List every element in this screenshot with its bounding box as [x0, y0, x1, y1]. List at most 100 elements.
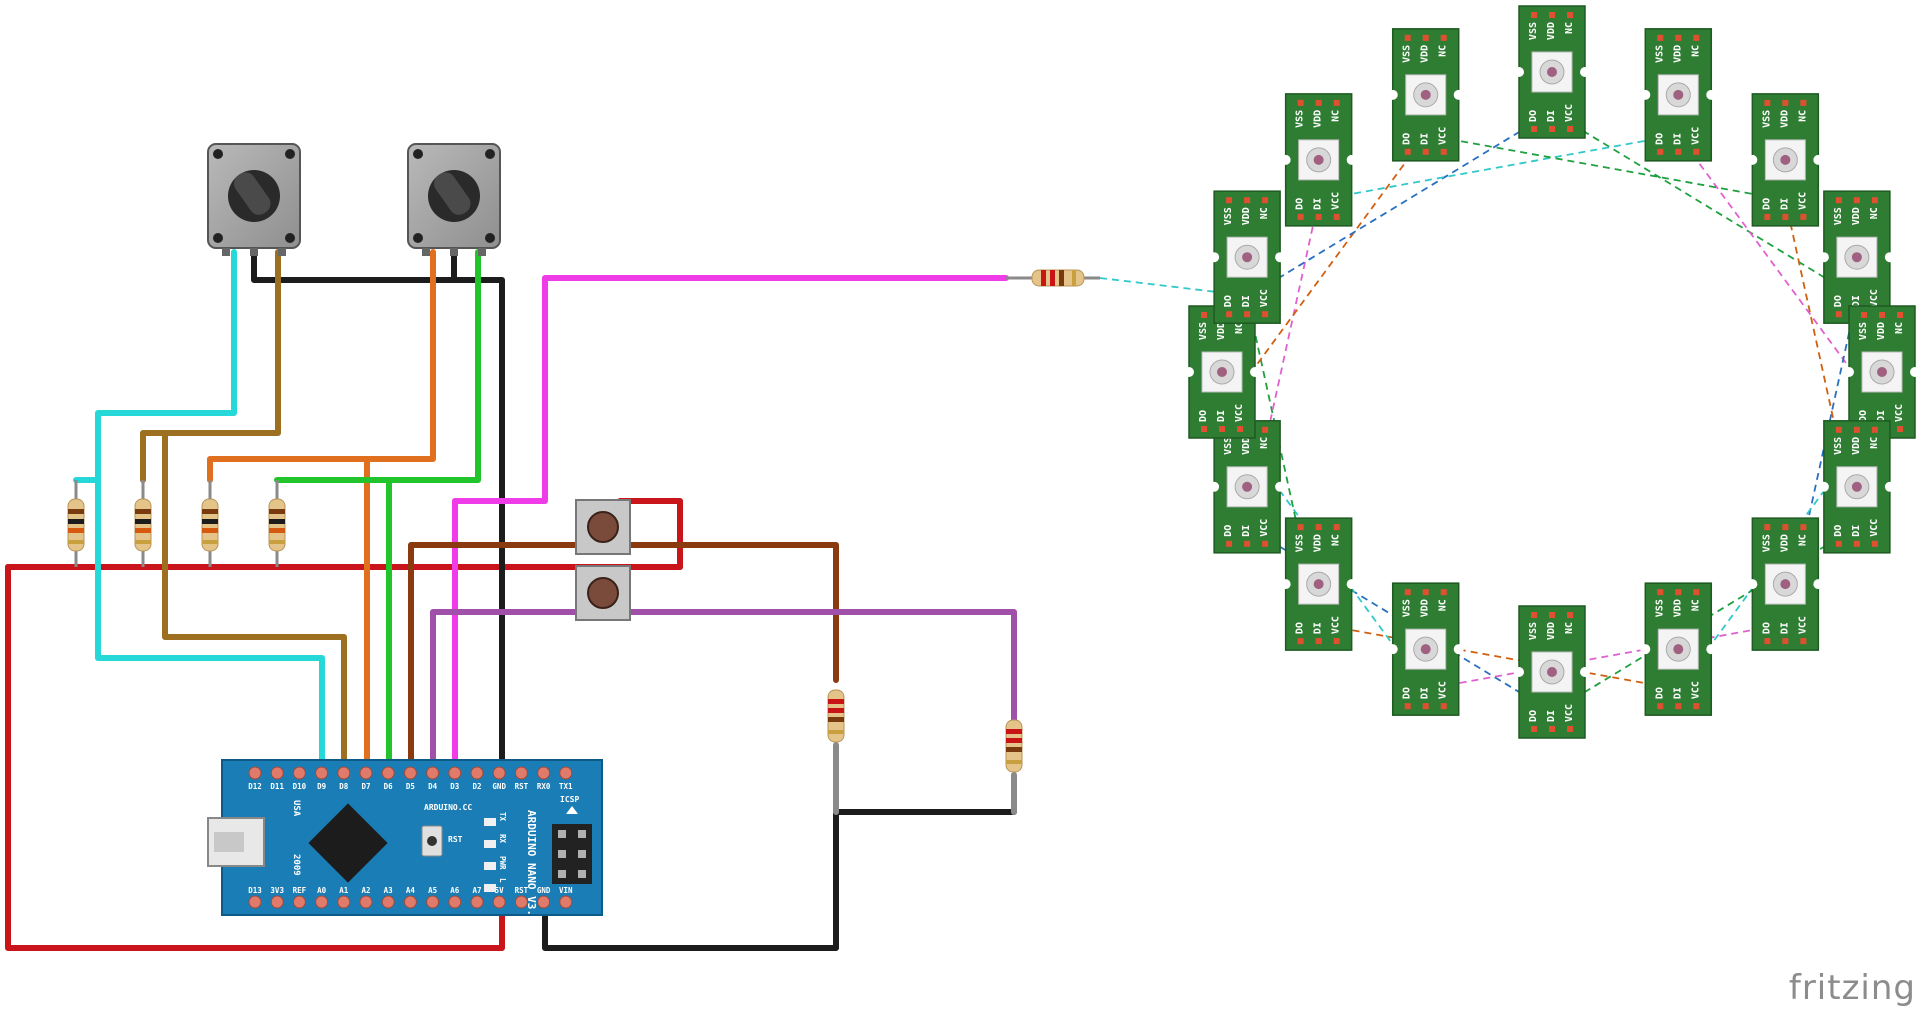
status-led-label: TX: [498, 812, 507, 822]
pot-1[interactable]: [207, 143, 301, 256]
nano-brand: ARDUINO.CC: [424, 803, 472, 812]
pin-label-bottom: A2: [361, 886, 370, 895]
led-bottom-label: DO: [1402, 133, 1413, 145]
led-top-label: VSS: [1528, 22, 1539, 40]
status-led-label: PWR: [498, 856, 507, 870]
pin-label-bottom: REF: [293, 886, 307, 895]
led-bottom-label: VCC: [1234, 404, 1245, 422]
pin-bottom: [248, 895, 262, 909]
pin-label-top: D7: [361, 782, 370, 791]
led-bottom-label: DO: [1833, 525, 1844, 537]
pin-label-top: D9: [317, 782, 327, 791]
led-bottom-label: VCC: [1869, 289, 1880, 307]
led-bottom-label: VCC: [1869, 519, 1880, 537]
led-bottom-label: VCC: [1690, 127, 1701, 145]
pot-2[interactable]: [407, 143, 501, 256]
nano-title: ARDUINO NANO V3.0: [525, 810, 538, 923]
pin-bottom: [559, 895, 573, 909]
pin-label-bottom: A1: [339, 886, 349, 895]
pin-label-top: D6: [384, 782, 394, 791]
led-bottom-label: DO: [1223, 525, 1234, 537]
resistor-3: [201, 498, 219, 552]
pin-top: [537, 766, 551, 780]
led-bottom-label: DI: [1851, 525, 1862, 537]
led-bottom-label: VCC: [1438, 681, 1449, 699]
led-top-label: VSS: [1223, 437, 1234, 455]
led-bottom-label: DO: [1295, 622, 1306, 634]
pin-label-bottom: VIN: [559, 886, 573, 895]
pin-label-top: D2: [472, 782, 481, 791]
led-bottom-label: DO: [1223, 295, 1234, 307]
pin-label-top: RX0: [537, 782, 551, 791]
led-bottom-label: VCC: [1259, 289, 1270, 307]
led-top-label: VDD: [1420, 599, 1431, 617]
pin-label-top: D11: [270, 782, 284, 791]
pin-top: [448, 766, 462, 780]
led-bottom-label: DO: [1654, 687, 1665, 699]
led-top-label: VSS: [1402, 599, 1413, 617]
led-bottom-label: VCC: [1438, 127, 1449, 145]
pin-label-bottom: A7: [472, 886, 481, 895]
led-bottom-label: DI: [1672, 133, 1683, 145]
button-2[interactable]: [575, 565, 631, 621]
led-top-label: VSS: [1528, 622, 1539, 640]
led-bottom-label: VCC: [1690, 681, 1701, 699]
led-top-label: NC: [1438, 45, 1449, 57]
nano-usa: USA: [291, 800, 301, 817]
led-top-label: NC: [1259, 437, 1270, 449]
pin-bottom: [537, 895, 551, 909]
pin-label-bottom: GND: [537, 886, 551, 895]
led-top-label: NC: [1869, 207, 1880, 219]
status-led-icon: [484, 884, 496, 892]
led-top-label: NC: [1259, 207, 1270, 219]
resistor-5: [827, 689, 845, 743]
led-top-label: NC: [1690, 599, 1701, 611]
led-top-label: VSS: [1833, 437, 1844, 455]
pin-label-top: RST: [515, 782, 529, 791]
led-top-label: NC: [1564, 622, 1575, 634]
led-bottom-label: DI: [1779, 622, 1790, 634]
resistor-row: [67, 480, 286, 567]
led-top-label: NC: [1894, 322, 1905, 334]
led-bottom-label: DI: [1313, 198, 1324, 210]
led-top-label: VDD: [1672, 45, 1683, 63]
led-data-wire: [1221, 134, 1427, 413]
pin-top: [337, 766, 351, 780]
led-bottom-label: DO: [1295, 198, 1306, 210]
led-data-wire: [1318, 623, 1679, 691]
icsp-label: ICSP: [560, 795, 579, 804]
led-top-label: VSS: [1761, 110, 1772, 128]
pin-top: [559, 766, 573, 780]
pin-bottom: [448, 895, 462, 909]
led-bottom-label: DI: [1546, 710, 1557, 722]
led-top-label: VSS: [1198, 322, 1209, 340]
status-led-icon: [484, 818, 496, 826]
led-bottom-label: VCC: [1564, 704, 1575, 722]
led-top-label: VSS: [1402, 45, 1413, 63]
led-top-label: NC: [1234, 322, 1245, 334]
led-top-label: VSS: [1654, 599, 1665, 617]
pin-label-top: GND: [492, 782, 506, 791]
led-data-wire: [1318, 133, 1679, 201]
pin-top: [359, 766, 373, 780]
wire-black-gnd-pots: [251, 249, 505, 769]
rgb-led-icon: [1298, 563, 1340, 605]
led-top-label: VDD: [1779, 110, 1790, 128]
led-top-label: VDD: [1313, 110, 1324, 128]
nano-rst-label: RST: [448, 835, 463, 844]
button-1[interactable]: [575, 499, 631, 555]
resistor-6: [1005, 719, 1023, 773]
pin-top: [292, 766, 306, 780]
led-bottom-label: DO: [1528, 710, 1539, 722]
led-top-label: VSS: [1833, 207, 1844, 225]
resistor-1: [67, 498, 85, 552]
pin-label-top: D8: [339, 782, 349, 791]
